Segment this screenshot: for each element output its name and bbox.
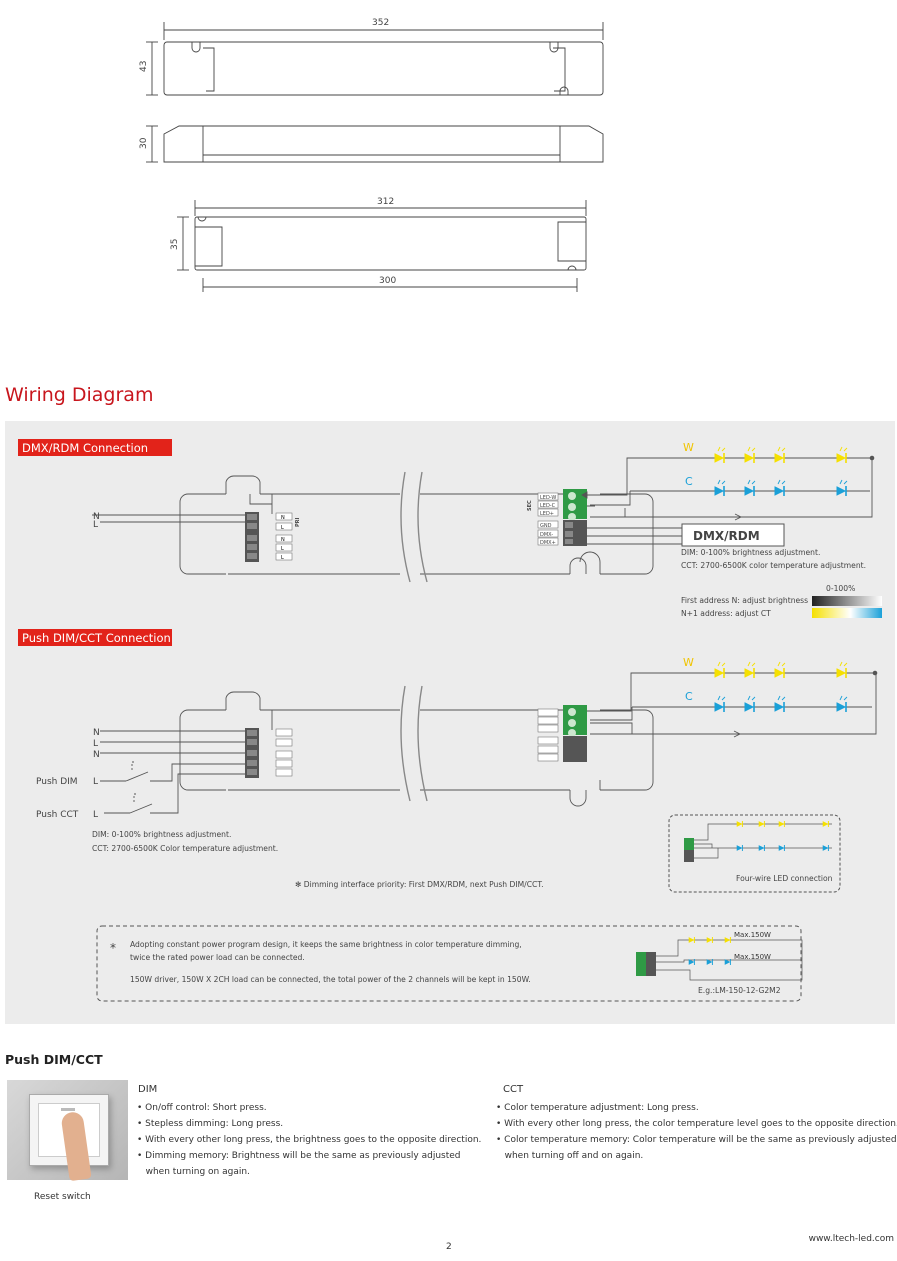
cct-item: • With every other long press, the color… [496,1119,897,1129]
dmx-led-terminal [563,489,587,546]
note-star: * [110,941,116,955]
dim-item: • On/off control: Short press. [137,1103,267,1113]
dmx-desc-cct: CCT: 2700-6500K color temperature adjust… [681,561,867,570]
pri-n-label: N [281,515,285,521]
example-model: E.g.:LM-150-12-G2M2 [698,986,781,995]
dim-43: 43 [139,61,149,72]
sec-ledc-label: LED-C [540,503,556,509]
wiring-panel [5,421,895,1024]
c-label-dmx: C [685,475,693,488]
pri-l3-label: L [281,555,284,561]
footer-url[interactable]: www.ltech-led.com [808,1234,894,1244]
max-150w-label-2: Max.150W [734,953,771,961]
switch-indicator [61,1108,75,1111]
dim-item: • Stepless dimming: Long press. [137,1119,284,1129]
ct-gradient-bar [812,608,882,618]
dmx-pri-terminal [245,512,259,562]
dim-item: when turning on again. [145,1167,250,1177]
sec-dmxplus-label: DMX+ [540,540,556,546]
address-n1-text: N+1 address: adjust CT [681,609,771,618]
wiring-diagram-title: Wiring Diagram [5,384,154,406]
bottom-view-outline [194,216,587,271]
four-wire-label: Four-wire LED connection [736,874,833,883]
page-number: 2 [446,1242,452,1252]
four-wire-inset [668,814,841,893]
dmx-driver-outline [179,493,654,575]
push-dim-l: L [93,777,98,787]
sec-gnd-label: GND [540,523,552,529]
dmx-desc-dim: DIM: 0-100% brightness adjustment. [681,548,821,557]
dim-bullet-list: • On/off control: Short press. • Steples… [137,1100,481,1180]
dim-35: 35 [170,239,180,250]
dmx-section-label: DMX/RDM Connection [18,439,172,456]
note-line-2: twice the rated power load can be connec… [130,953,305,962]
dim-300: 300 [379,276,396,286]
sec-dmxminus-label: DMX- [540,532,553,538]
example-terminal [636,952,656,976]
push-cct-l: L [93,810,98,820]
push-desc-cct: CCT: 2700-6500K Color temperature adjust… [92,844,279,853]
dim-30: 30 [139,137,149,149]
reset-switch-caption: Reset switch [34,1192,91,1202]
dimension-drawings: 352 43 30 312 35 300 [139,18,604,292]
dim-item: • Dimming memory: Brightness will be the… [137,1151,461,1161]
push-section-label: Push DIM/CCT Connection [18,629,172,646]
w-label-dmx: W [683,441,694,454]
dim-item: • With every other long press, the brigh… [137,1135,482,1145]
cct-item: when turning off and on again. [504,1151,644,1161]
sec-ledw-label: LED-W [540,495,556,501]
pri-label: PRI [295,517,301,527]
wiring-drawings: N L N L L PRI SEC LED-W LED-C LED+ GND D… [36,441,882,1002]
c-label-push: C [685,690,693,703]
max-150w-label-1: Max.150W [734,931,771,939]
push-desc-dim: DIM: 0-100% brightness adjustment. [92,830,232,839]
cct-column-title: CCT [503,1084,524,1095]
address-n-text: First address N: adjust brightness [681,596,809,605]
w-label-push: W [683,656,694,669]
sec-ledplus-label: LED+ [540,511,554,517]
pri-n2-label: N [281,537,285,543]
w-led-row-push [714,661,848,679]
dim-312: 312 [377,197,394,207]
push-cct-label: Push CCT [36,810,79,820]
dmx-rdm-controller [681,523,785,547]
pri-l2-label: L [281,546,284,552]
note-line-1: Adopting constant power program design, … [130,940,522,949]
sec-label: SEC [527,500,533,511]
priority-note-text: Dimming interface priority: First DMX/RD… [303,880,544,889]
cct-bullet-list: • Color temperature adjustment: Long pre… [496,1100,897,1164]
push-led-terminal [563,705,587,762]
side-view-outline [163,125,604,163]
c-led-row-push [714,695,848,713]
push-dim-label: Push DIM [36,777,78,787]
w-led-row-dmx [714,446,848,464]
priority-note: ✻ Dimming interface priority: First DMX/… [295,880,544,889]
reset-switch-photo [7,1080,128,1182]
dmx-input-n: N [93,512,100,522]
push-pri-terminal [245,728,259,778]
top-view-outline [163,41,604,96]
push-input-l: L [93,739,98,749]
cct-item: • Color temperature adjustment: Long pre… [496,1103,699,1113]
dim-352: 352 [372,18,389,28]
c-led-row-dmx [714,479,848,497]
dmx-input-l: L [93,520,98,530]
brightness-gradient-bar [812,596,882,606]
dim-column-title: DIM [138,1084,158,1095]
push-input-n2: N [93,750,100,760]
cct-item: • Color temperature memory: Color temper… [496,1135,897,1145]
dmx-rdm-controller-label: DMX/RDM [693,529,760,543]
push-dimcct-title: Push DIM/CCT [5,1052,103,1067]
push-input-n: N [93,728,100,738]
gradient-range-label: 0-100% [826,584,856,593]
four-wire-terminal [684,838,694,862]
power-note-box [96,925,802,1002]
pri-l-label: L [281,525,284,531]
push-driver-outline [179,709,654,791]
note-line-3: 150W driver, 150W X 2CH load can be conn… [130,975,531,984]
